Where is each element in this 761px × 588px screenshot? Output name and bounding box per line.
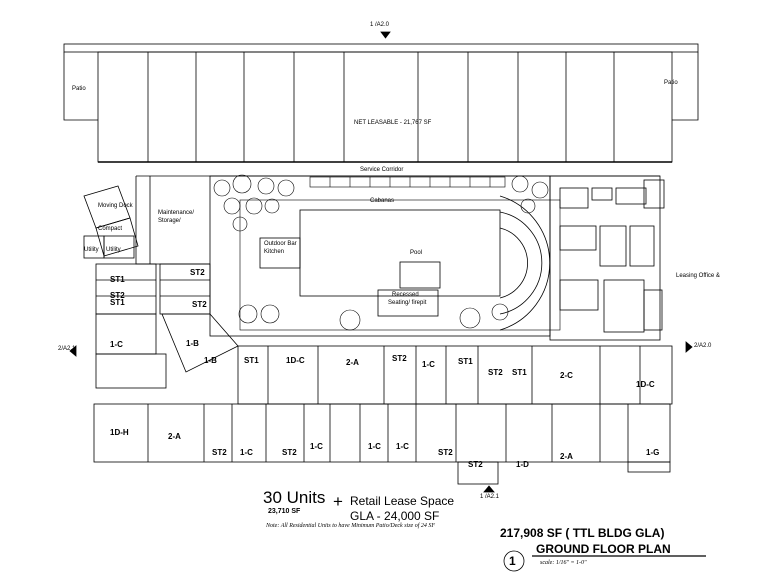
unit-label: 2-A [168,432,181,441]
unit-label: ST2 [212,448,227,457]
outdoor-bar-label: Outdoor Bar [264,241,297,247]
unit-label: 1-B [186,339,199,348]
unit-label: 1-C [240,448,253,457]
storage-label: Storage/ [158,218,181,224]
left-section-marker [69,345,77,357]
utility-right-label: Utility [106,247,121,253]
retail-gla: GLA - 24,000 SF [350,509,440,523]
drawing-title: GROUND FLOOR PLAN [536,542,671,556]
net-leasable-label: NET LEASABLE - 21,767 SF [354,120,432,126]
kitchen-label: Kitchen [264,249,285,255]
pool-label: Pool [410,250,423,256]
residential-west-wing [95,263,239,389]
unit-label: ST2 [468,460,483,469]
patio-left-label: Patio [72,86,86,92]
service-corridor-label: Service Corridor [360,167,404,173]
drawing-number: 1 [509,554,516,568]
unit-label: ST2 [438,448,453,457]
retail-block [63,43,699,177]
plus-sign: + [333,492,343,511]
unit-label: ST2 [488,368,503,377]
moving-dock-label: Moving Dock [98,203,133,209]
unit-label: 1-C [368,442,381,451]
patio-note: Note: All Residential Units to have Mini… [266,523,436,529]
unit-label: 1-B [204,356,217,365]
retail-lease-title: Retail Lease Space [350,494,455,508]
top-marker-label: 1 /A2.0 [370,22,390,28]
unit-label: 1-C [396,442,409,451]
seating-firepit-label: Seating/ firepit [388,300,427,306]
unit-label: ST2 [192,300,207,309]
patio-right-label: Patio [664,80,678,86]
right-section-marker [685,341,693,353]
unit-label: ST2 [190,268,205,277]
unit-label: ST2 [110,291,125,300]
unit-label: ST2 [282,448,297,457]
unit-label: 1D-H [110,428,129,437]
title-block-lines [503,550,706,572]
unit-label: 2-A [560,452,573,461]
unit-label: ST1 [458,357,473,366]
left-marker-label: 2/A2.1 [58,346,76,352]
right-marker-label: 2/A2.0 [694,343,712,349]
cabanas-label: Cabanas [370,198,395,204]
cabana-row [309,176,506,188]
drawing-scale: scale: 1/16" = 1-0" [540,560,587,566]
maintenance-label: Maintenance/ [158,210,195,216]
leasing-office-label: Leasing Office & [676,273,720,279]
units-sf: 23,710 SF [268,508,301,515]
leasing-block [549,175,665,341]
unit-label: ST2 [392,354,407,363]
units-count: 30 Units [263,488,326,507]
unit-label: ST1 [110,275,125,284]
unit-label: ST1 [110,298,125,307]
unit-label: 1-C [422,360,435,369]
top-section-marker [380,31,391,39]
unit-label: 1-C [110,340,123,349]
utility-left-label: Utility [84,247,99,253]
compact-label: Compact [98,226,123,232]
unit-label: ST1 [244,356,259,365]
unit-label: 1-C [310,442,323,451]
unit-label: 1D-C [286,356,305,365]
west-service-rooms [83,176,210,265]
residential-south-units [93,345,673,485]
unit-label: 1-D [516,460,529,469]
recessed-label: Recessed [392,292,419,298]
bottom-section-marker [483,485,495,493]
unit-label: 1D-C [636,380,655,389]
trees [213,174,549,331]
total-gla: 217,908 SF ( TTL BLDG GLA) [500,526,665,540]
bottom-marker-label: 1 /A2.1 [480,494,500,500]
unit-label: 2-C [560,371,573,380]
unit-label: ST1 [512,368,527,377]
unit-label: 2-A [346,358,359,367]
unit-label: 1-G [646,448,660,457]
